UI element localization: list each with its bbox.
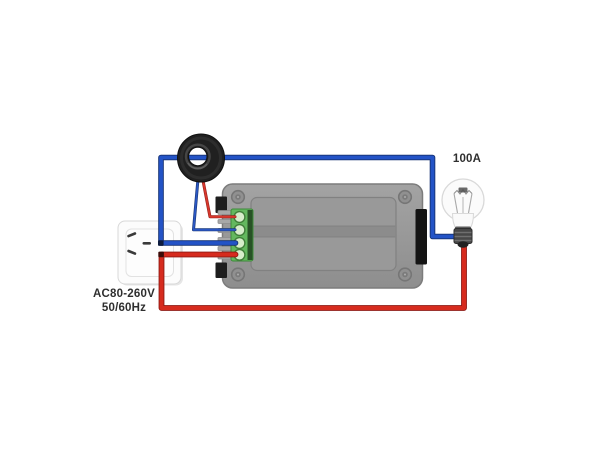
light-bulb [441, 178, 485, 248]
corner-screw-bottom-left [230, 267, 246, 282]
load-rating-text: 100A [452, 153, 482, 165]
bulb-screw-base [453, 226, 473, 248]
current-transformer-ring [176, 133, 226, 183]
bulb-filament [453, 187, 473, 214]
meter-panel-seam [251, 226, 396, 237]
load-rating-label: 100A [429, 153, 505, 167]
side-bar-right [415, 209, 427, 265]
socket-neutral-contact [158, 240, 164, 246]
socket-rating-label: AC80-260V 50/60Hz [62, 288, 186, 315]
socket-slot-middle-icon [142, 242, 151, 245]
mounting-tab-top-left [215, 196, 227, 213]
bulb-base-tip [457, 241, 469, 248]
corner-screw-top-right [397, 189, 413, 205]
mounting-tab-bottom-left [215, 262, 227, 278]
terminal-block-edge [247, 210, 253, 260]
terminal-block [230, 208, 254, 262]
socket-frequency-text: 50/60Hz [101, 301, 147, 314]
corner-screw-bottom-right [397, 267, 413, 282]
socket-slot-bottom-icon [127, 249, 137, 255]
socket-slot-top-icon [127, 232, 137, 238]
socket-voltage-text: AC80-260V [93, 288, 155, 300]
power-meter-device [215, 183, 427, 289]
socket-live-contact [158, 251, 164, 258]
corner-screw-top-left [230, 189, 246, 205]
